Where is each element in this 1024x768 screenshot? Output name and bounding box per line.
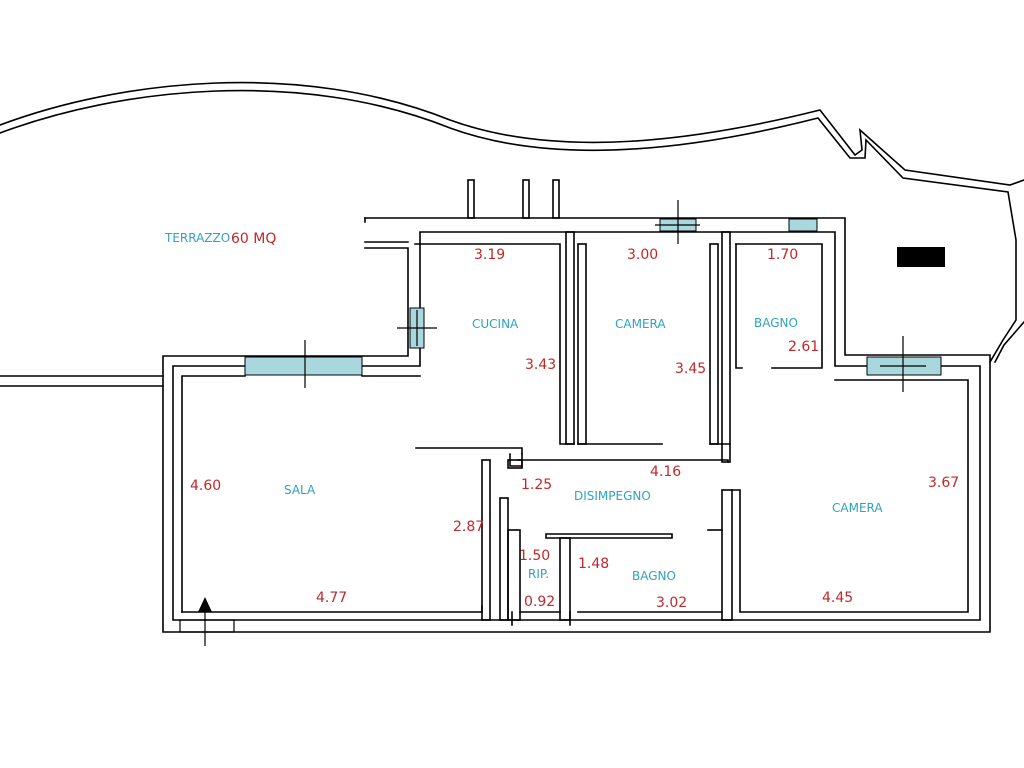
dim-sala-width: 4.77	[316, 590, 347, 606]
dim-camera-right-width: 4.45	[822, 590, 853, 606]
entrance-arrow-icon	[198, 597, 212, 612]
terrace-railing	[467, 179, 560, 219]
window-icon	[788, 218, 818, 232]
room-cucina: CUCINA	[472, 317, 519, 331]
dim-camera-top-depth: 3.45	[675, 361, 706, 377]
terrace-outline	[0, 81, 1024, 186]
dim-bagno-top-width: 1.70	[767, 247, 798, 263]
dim-cucina-depth: 3.43	[525, 357, 556, 373]
dim-bagno-bottom-width: 3.02	[656, 595, 687, 611]
redaction-block	[897, 247, 945, 267]
dim-bagno-top-depth: 2.61	[788, 339, 819, 355]
window-icon	[244, 356, 363, 376]
dim-disimpegno-depth: 1.25	[521, 477, 552, 493]
terrace-area: 60 MQ	[231, 231, 276, 247]
interior-walls	[181, 231, 969, 626]
window-marks	[304, 200, 926, 392]
terrace-label: TERRAZZO	[164, 231, 230, 245]
room-sala: SALA	[284, 483, 316, 497]
dim-camera-top-width: 3.00	[627, 247, 658, 263]
room-bagno-top: BAGNO	[754, 316, 798, 330]
terrace-edge-left	[0, 375, 164, 387]
terrace-edge-right	[993, 320, 1024, 364]
windows	[244, 218, 942, 376]
room-disimpegno: DISIMPEGNO	[574, 489, 651, 503]
dim-disimpegno-width: 4.16	[650, 464, 681, 480]
room-bagno-bottom: BAGNO	[632, 569, 676, 583]
room-camera-top: CAMERA	[615, 317, 666, 331]
dim-bagno-bottom-depth: 1.48	[578, 556, 609, 572]
dim-rip-width: 0.92	[524, 594, 555, 610]
dim-cucina-width: 3.19	[474, 247, 505, 263]
dim-sala-inner: 2.87	[453, 519, 484, 535]
entrance	[179, 597, 235, 646]
terrace-outline-inner	[0, 89, 1017, 364]
dim-rip-depth: 1.50	[519, 548, 550, 564]
room-ripostiglio: RIP.	[528, 567, 549, 581]
dim-camera-right-depth: 3.67	[928, 475, 959, 491]
room-camera-right: CAMERA	[832, 501, 883, 515]
exterior-walls	[162, 217, 991, 633]
dim-sala-depth: 4.60	[190, 478, 221, 494]
